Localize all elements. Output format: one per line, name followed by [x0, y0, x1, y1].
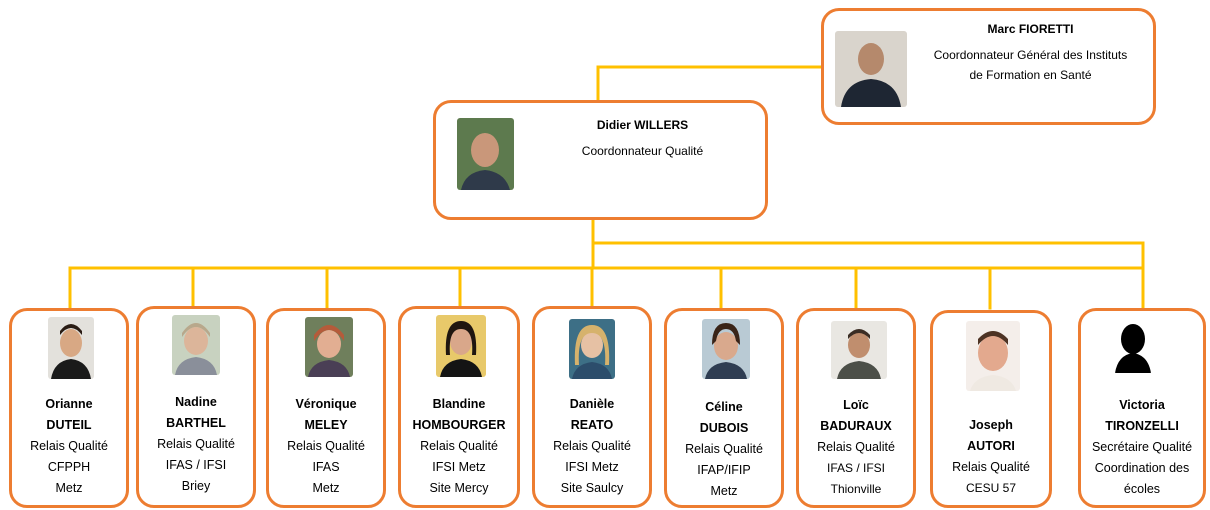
member-first-name: Véronique: [295, 397, 357, 411]
member-first-name: Joseph: [969, 418, 1013, 432]
member-last-name: REATO: [570, 418, 614, 432]
member-card: Victoria TIRONZELLI Secrétaire Qualité C…: [1078, 308, 1206, 508]
member-card: Loïc BADURAUX Relais Qualité IFAS / IFSI…: [796, 308, 916, 508]
member-last-name: TIRONZELLI: [1105, 419, 1179, 433]
member-photo: [966, 321, 1020, 391]
director-box: Marc FIORETTI Coordonnateur Général des …: [821, 8, 1156, 125]
member-line1: IFAS / IFSI: [826, 461, 885, 475]
member-line1: IFSI Metz: [565, 460, 619, 474]
member-last-name: MELEY: [304, 418, 348, 432]
member-card: Céline DUBOIS Relais Qualité IFAP/IFIP M…: [664, 308, 784, 508]
member-photo: [569, 319, 615, 379]
member-card: Danièle REATO Relais Qualité IFSI Metz S…: [532, 306, 652, 508]
member-line1: IFSI Metz: [432, 460, 486, 474]
member-card: Orianne DUTEIL Relais Qualité CFPPH Metz: [9, 308, 129, 508]
member-role: Relais Qualité: [287, 439, 365, 453]
member-last-name: DUTEIL: [46, 418, 92, 432]
member-role: Relais Qualité: [30, 439, 108, 453]
member-line2: Briey: [181, 479, 211, 493]
coordinator-name: Didier WILLERS: [596, 118, 689, 132]
member-role: Relais Qualité: [553, 439, 631, 453]
member-line1: IFAP/IFIP: [697, 463, 751, 477]
member-line2: Metz: [55, 481, 83, 495]
member-role: Relais Qualité: [685, 442, 763, 456]
member-photo: [172, 315, 220, 375]
member-line2: Site Mercy: [429, 481, 489, 495]
member-photo: [702, 319, 750, 379]
member-photo: [48, 317, 94, 379]
member-card: Nadine BARTHEL Relais Qualité IFAS / IFS…: [136, 306, 256, 508]
member-first-name: Nadine: [175, 395, 217, 409]
director-photo: [835, 31, 907, 107]
coordinator-role: Coordonnateur Qualité: [581, 144, 704, 158]
member-last-name: BARTHEL: [166, 416, 226, 430]
member-first-name: Orianne: [45, 397, 93, 411]
member-first-name: Céline: [705, 400, 743, 414]
member-line1: Coordination des: [1094, 461, 1190, 475]
member-first-name: Loïc: [843, 398, 869, 412]
member-last-name: BADURAUX: [820, 419, 892, 433]
member-last-name: DUBOIS: [699, 421, 749, 435]
member-card: Joseph AUTORI Relais Qualité CESU 57: [930, 310, 1052, 508]
coordinator-box: Didier WILLERS Coordonnateur Qualité: [433, 100, 768, 220]
director-role-line2: de Formation en Santé: [969, 68, 1092, 82]
member-line2: Metz: [312, 481, 340, 495]
director-role-line1: Coordonnateur Général des Instituts: [933, 48, 1128, 62]
member-line2: Metz: [710, 484, 738, 498]
member-first-name: Victoria: [1119, 398, 1165, 412]
member-line2: écoles: [1123, 482, 1161, 496]
member-photo: [1113, 319, 1153, 373]
member-first-name: Danièle: [569, 397, 615, 411]
coordinator-photo: [457, 118, 514, 190]
member-photo: [305, 317, 353, 377]
member-role: Relais Qualité: [157, 437, 235, 451]
member-card: Blandine HOMBOURGER Relais Qualité IFSI …: [398, 306, 520, 508]
member-role: Relais Qualité: [952, 460, 1030, 474]
member-role: Secrétaire Qualité: [1091, 440, 1193, 454]
member-photo: [436, 315, 486, 377]
member-line1: CESU 57: [965, 481, 1017, 495]
member-line1: CFPPH: [47, 460, 91, 474]
member-role: Relais Qualité: [817, 440, 895, 454]
member-line2: Site Saulcy: [560, 481, 624, 495]
member-role: Relais Qualité: [420, 439, 498, 453]
member-photo: [831, 321, 887, 379]
member-line1: IFAS / IFSI: [165, 458, 227, 472]
director-name: Marc FIORETTI: [987, 22, 1074, 36]
connector-director: [596, 65, 825, 102]
member-last-name: HOMBOURGER: [412, 418, 506, 432]
member-line2: Thionville: [830, 482, 882, 496]
member-first-name: Blandine: [432, 397, 486, 411]
member-card: Véronique MELEY Relais Qualité IFAS Metz: [266, 308, 386, 508]
member-line1: IFAS: [312, 460, 340, 474]
member-last-name: AUTORI: [967, 439, 1015, 453]
